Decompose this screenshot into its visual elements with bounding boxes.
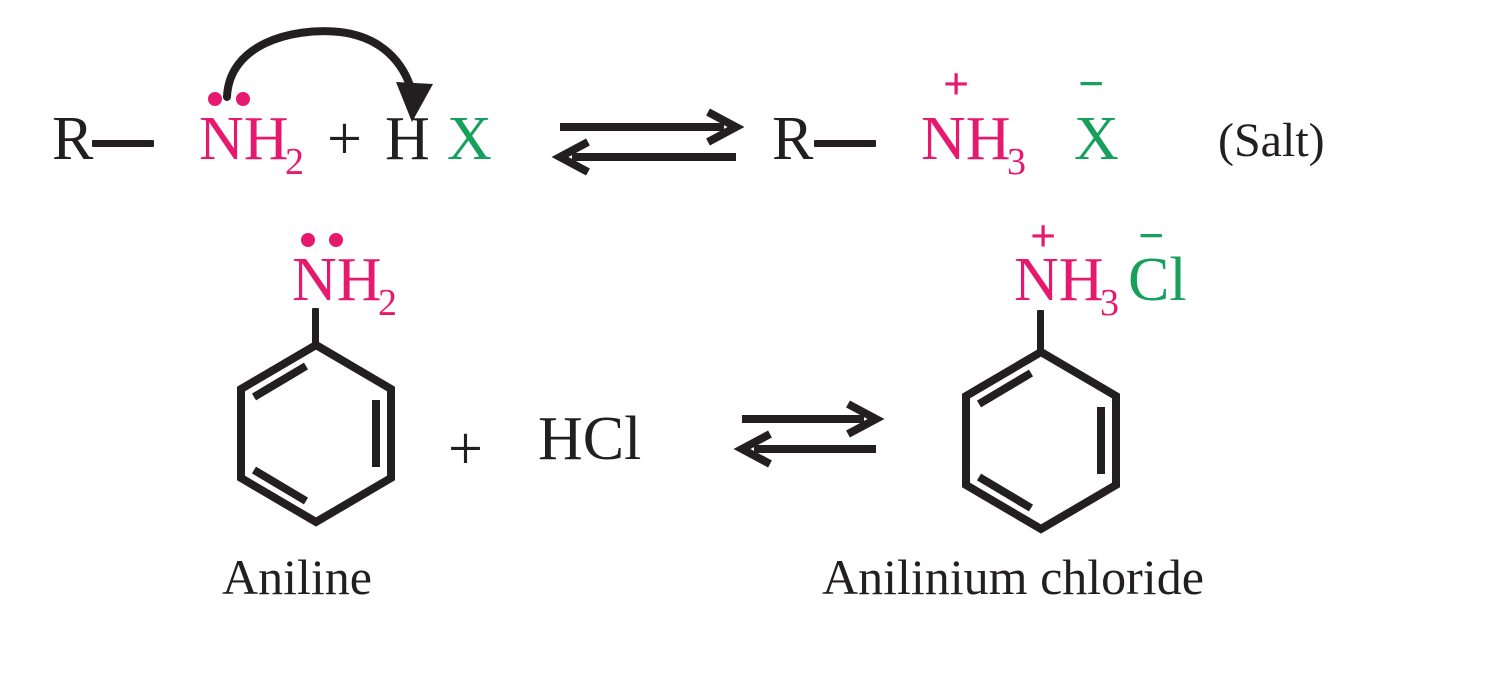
row2-right-compound-label: Anilinium chloride: [822, 549, 1204, 605]
row2-equilibrium-arrow: [733, 400, 885, 468]
row2-left-lone-pair-dot-left: [301, 233, 315, 247]
row1-acid-hydrogen: H: [385, 105, 430, 173]
row1-r-group: R: [52, 105, 94, 173]
row1-salt-note: (Salt): [1218, 114, 1325, 167]
row1-lone-pair-dot-left: [208, 92, 222, 106]
row2-plus-sign: +: [448, 415, 483, 483]
row1-plus-sign: +: [327, 105, 362, 173]
row1-ammonium-charge: +: [943, 58, 970, 109]
row2-left-amine-core: NH: [292, 246, 382, 314]
row1-amine-subscript: 2: [285, 141, 304, 183]
row2-right-ammonium-subscript: 3: [1100, 282, 1119, 324]
row2-left-benzene-ring: [237, 340, 395, 527]
row2-right-chloride-charge: −: [1138, 210, 1165, 261]
row2-right-n-ring-bond: [1037, 310, 1044, 355]
row1-amine-core: NH: [199, 105, 289, 173]
row1-product-rn-bond: [814, 140, 876, 147]
row2-right-benzene-ring: [962, 347, 1120, 534]
row2-left-amine-subscript: 2: [378, 282, 397, 324]
row1-product-r-group: R: [772, 105, 814, 173]
row2-right-ammonium-charge: +: [1030, 210, 1057, 261]
row2-left-n-ring-bond: [312, 308, 319, 350]
row1-ammonium-subscript: 3: [1007, 141, 1026, 183]
row1-acid-halide: X: [447, 105, 492, 173]
row1-anion-charge: −: [1078, 58, 1105, 109]
row2-left-lone-pair-dot-right: [329, 233, 343, 247]
row1-anion-halide: X: [1074, 105, 1119, 173]
row1-rn-bond: [92, 140, 154, 147]
row1-ammonium-core: NH: [921, 105, 1011, 173]
row1-equilibrium-arrow: [551, 108, 745, 176]
row2-right-ammonium-core: NH: [1014, 246, 1104, 314]
row2-left-compound-label: Aniline: [222, 549, 372, 605]
row2-right-chloride: Cl: [1128, 246, 1187, 314]
row2-acid-hcl: HCl: [538, 405, 642, 473]
row1-lone-pair-dot-right: [236, 92, 250, 106]
